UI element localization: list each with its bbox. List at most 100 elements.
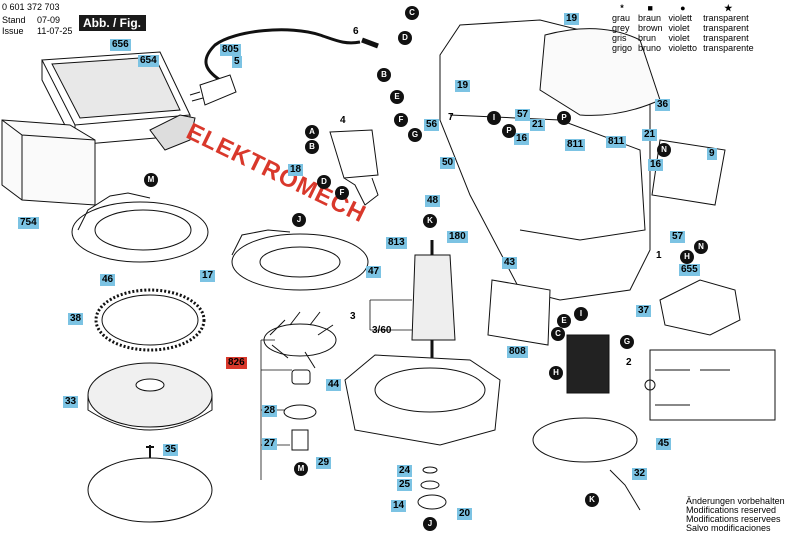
part-label-32: 32 xyxy=(632,468,648,480)
part-label-46: 46 xyxy=(100,274,116,286)
legend-text: braun xyxy=(638,13,662,23)
part-label-3: 3 xyxy=(350,311,356,322)
part-label-35: 35 xyxy=(163,444,179,456)
stand-date: 07-09 xyxy=(37,15,61,25)
legend-text: transparent xyxy=(703,13,749,23)
part-label-654: 654 xyxy=(138,55,159,67)
part-label-37: 37 xyxy=(636,305,652,317)
part-label-48: 48 xyxy=(425,195,441,207)
part-label-27: 27 xyxy=(262,438,278,450)
part-label-43: 43 xyxy=(502,257,518,269)
part-label-16-right: 16 xyxy=(648,159,664,171)
part-label-57-top: 57 xyxy=(515,109,531,121)
connector-marker-p2: P xyxy=(557,111,571,125)
connector-marker-k2: K xyxy=(585,493,599,507)
issue-date: 11-07-25 xyxy=(37,26,73,36)
connector-marker-a: A xyxy=(305,125,319,139)
part-label-19-mid: 19 xyxy=(455,80,471,92)
part-label-1: 1 xyxy=(656,250,662,261)
connector-marker-j: J xyxy=(292,213,306,227)
connector-marker-j2: J xyxy=(423,517,437,531)
issue-label: Issue xyxy=(2,26,24,36)
part-label-7: 7 xyxy=(448,112,454,123)
connector-marker-g: G xyxy=(408,128,422,142)
part-label-17: 17 xyxy=(200,270,216,282)
part-label-56: 56 xyxy=(424,119,440,131)
footer-line: Modifications reserved xyxy=(686,505,777,515)
part-label-16-left: 16 xyxy=(514,133,530,145)
connector-marker-f2: F xyxy=(335,186,349,200)
legend-text: violet xyxy=(668,23,690,33)
legend-text: brun xyxy=(638,33,657,43)
connector-marker-b: B xyxy=(377,68,391,82)
connector-marker-d: D xyxy=(398,31,412,45)
footer-line: Modifications reservees xyxy=(686,514,781,524)
legend-symbol: * xyxy=(620,3,624,13)
part-label-826: 826 xyxy=(226,357,247,369)
legend-text: violett xyxy=(668,13,693,23)
part-label-19-top: 19 xyxy=(564,13,580,25)
legend-text: transparent xyxy=(703,23,749,33)
part-label-754: 754 xyxy=(18,217,39,229)
connector-marker-h2: H xyxy=(549,366,563,380)
legend-text: violet xyxy=(668,33,690,43)
legend-symbol: ★ xyxy=(724,3,733,13)
legend-text: gris xyxy=(612,33,627,43)
part-label-655: 655 xyxy=(679,264,700,276)
connector-marker-b2: B xyxy=(305,140,319,154)
part-label-805: 805 xyxy=(220,44,241,56)
legend-text: bruno xyxy=(638,43,662,53)
part-label-813: 813 xyxy=(386,237,407,249)
part-label-33: 33 xyxy=(63,396,79,408)
footer-line: Salvo modificaciones xyxy=(686,523,771,533)
part-label-6: 6 xyxy=(353,26,359,37)
connector-marker-h: H xyxy=(680,250,694,264)
stand-label: Stand xyxy=(2,15,26,25)
part-label-28: 28 xyxy=(262,405,278,417)
legend-text: grau xyxy=(612,13,631,23)
part-label-21-left: 21 xyxy=(530,119,546,131)
part-label-5: 5 xyxy=(232,56,242,68)
part-label-25: 25 xyxy=(397,479,413,491)
part-label-811-right: 811 xyxy=(606,136,627,148)
part-label-36: 36 xyxy=(655,99,671,111)
connector-marker-d2: D xyxy=(317,175,331,189)
legend-text: grey xyxy=(612,23,630,33)
footer-note: Änderungen vorbehalten Modifications res… xyxy=(686,497,785,533)
legend-text: brown xyxy=(638,23,663,33)
part-label-20: 20 xyxy=(457,508,473,520)
part-label-21-right: 21 xyxy=(642,129,658,141)
connector-marker-k: K xyxy=(423,214,437,228)
part-number: 0 601 372 703 xyxy=(2,2,60,12)
part-label-9: 9 xyxy=(707,148,717,160)
part-label-2: 2 xyxy=(626,357,632,368)
connector-marker-n2: N xyxy=(694,240,708,254)
legend-symbol: ■ xyxy=(647,3,653,13)
part-label-57-right: 57 xyxy=(670,231,686,243)
part-label-24: 24 xyxy=(397,465,413,477)
part-label-808: 808 xyxy=(507,346,528,358)
part-label-29: 29 xyxy=(316,457,332,469)
connector-marker-n: N xyxy=(657,143,671,157)
connector-marker-c2: C xyxy=(551,327,565,341)
connector-marker-m2: M xyxy=(294,462,308,476)
part-label-14: 14 xyxy=(391,500,407,512)
part-label-656: 656 xyxy=(110,39,131,51)
part-label-45: 45 xyxy=(656,438,672,450)
part-label-44: 44 xyxy=(326,379,342,391)
connector-marker-g2: G xyxy=(620,335,634,349)
part-label-18: 18 xyxy=(288,164,304,176)
connector-marker-e2: E xyxy=(557,314,571,328)
part-label-50: 50 xyxy=(440,157,456,169)
legend-text: transparent xyxy=(703,33,749,43)
connector-marker-f: F xyxy=(394,113,408,127)
part-label-47: 47 xyxy=(366,266,382,278)
part-label-4: 4 xyxy=(340,115,346,126)
legend-text: violetto xyxy=(668,43,698,53)
part-label-38: 38 xyxy=(68,313,84,325)
connector-marker-i2: I xyxy=(574,307,588,321)
connector-marker-e: E xyxy=(390,90,404,104)
footer-line: Änderungen vorbehalten xyxy=(686,496,785,506)
